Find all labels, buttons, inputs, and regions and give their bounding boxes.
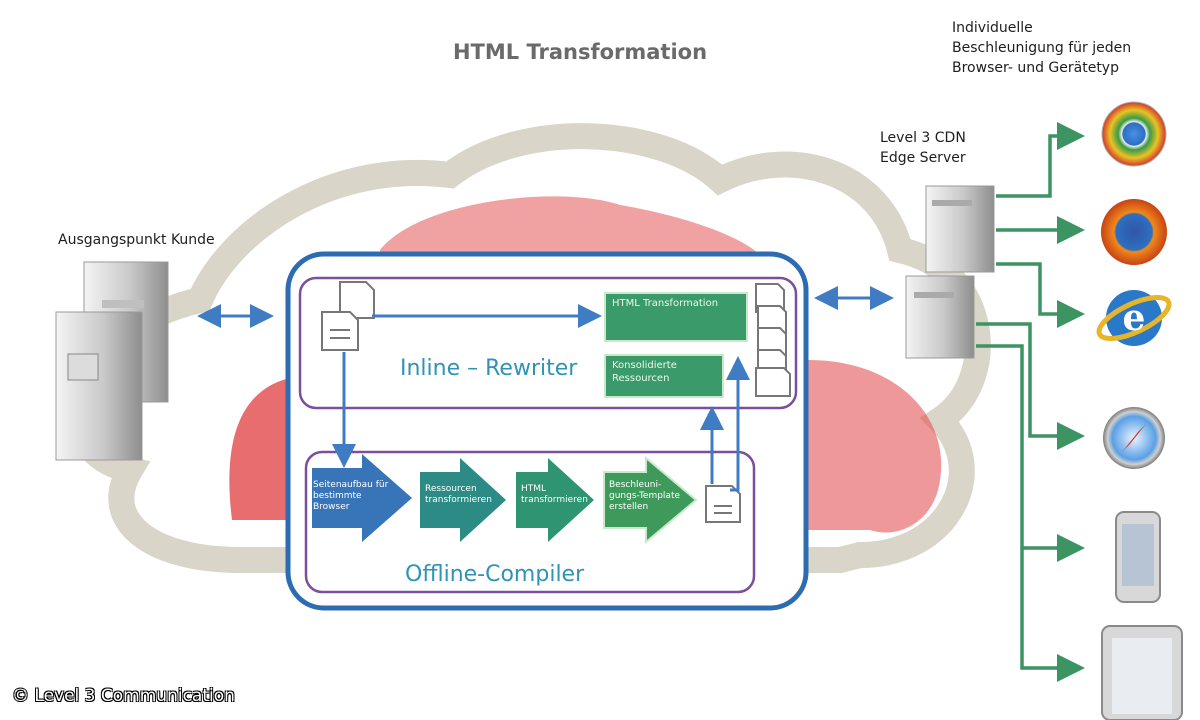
inline-rewriter-label: Inline – Rewriter [400, 356, 578, 381]
svg-text:e: e [1123, 297, 1146, 339]
cloud-red-lobe-top [380, 196, 760, 255]
step-arrow-1 [312, 454, 412, 542]
step-label-2: Ressourcen transformieren [425, 484, 492, 505]
step-arrow-3 [516, 458, 594, 542]
offline-compiler-frame [304, 450, 756, 594]
acceleration-label: Individuelle Beschleunigung für jeden Br… [952, 18, 1131, 78]
tablet-icon [1101, 625, 1183, 720]
compiled-document-icon [705, 485, 741, 523]
offline-compiler-label: Offline-Compiler [405, 562, 585, 587]
diagram-title: HTML Transformation [452, 40, 708, 64]
return-arrow [726, 356, 750, 492]
acceleration-label-line3: Browser- und Gerätetyp [952, 60, 1119, 76]
edge-server-label-line2: Edge Server [880, 150, 966, 166]
inline-rewriter-frame [298, 276, 798, 410]
html-transformation-box: HTML Transformation [604, 292, 748, 342]
step-label-3: HTML transformieren [521, 484, 588, 505]
document-icon [321, 281, 375, 351]
origin-label: Ausgangspunkt Kunde [58, 232, 215, 248]
smartphone-icon [1115, 511, 1161, 603]
copyright-notice: © Level 3 Communication [12, 686, 235, 706]
chrome-icon [1101, 101, 1167, 167]
processing-frame [285, 251, 809, 611]
step-label-1: Seitenaufbau für bestimmte Browser [313, 480, 389, 512]
edge-server-icon [905, 185, 995, 359]
safari-icon [1103, 407, 1165, 469]
distribution-arrows [976, 122, 1085, 682]
acceleration-label-line2: Beschleunigung für jeden [952, 40, 1132, 56]
document-stack-icon [755, 283, 791, 397]
step-arrow-4 [603, 455, 698, 545]
consolidated-resources-box: Konsolidierte Ressourcen [604, 354, 724, 398]
cloud-red-lobe-right [808, 360, 942, 533]
internet-explorer-icon: e [1096, 290, 1172, 346]
step-arrow-2 [420, 458, 506, 542]
step-label-4: Beschleuni-gungs-Template erstellen [609, 480, 681, 512]
cloud-red-lobe-left [229, 378, 290, 520]
edge-server-label: Level 3 CDN Edge Server [880, 128, 966, 168]
edge-server-label-line1: Level 3 CDN [880, 130, 966, 146]
origin-server-icon [55, 261, 169, 461]
acceleration-label-line1: Individuelle [952, 20, 1033, 36]
firefox-icon [1101, 199, 1167, 265]
